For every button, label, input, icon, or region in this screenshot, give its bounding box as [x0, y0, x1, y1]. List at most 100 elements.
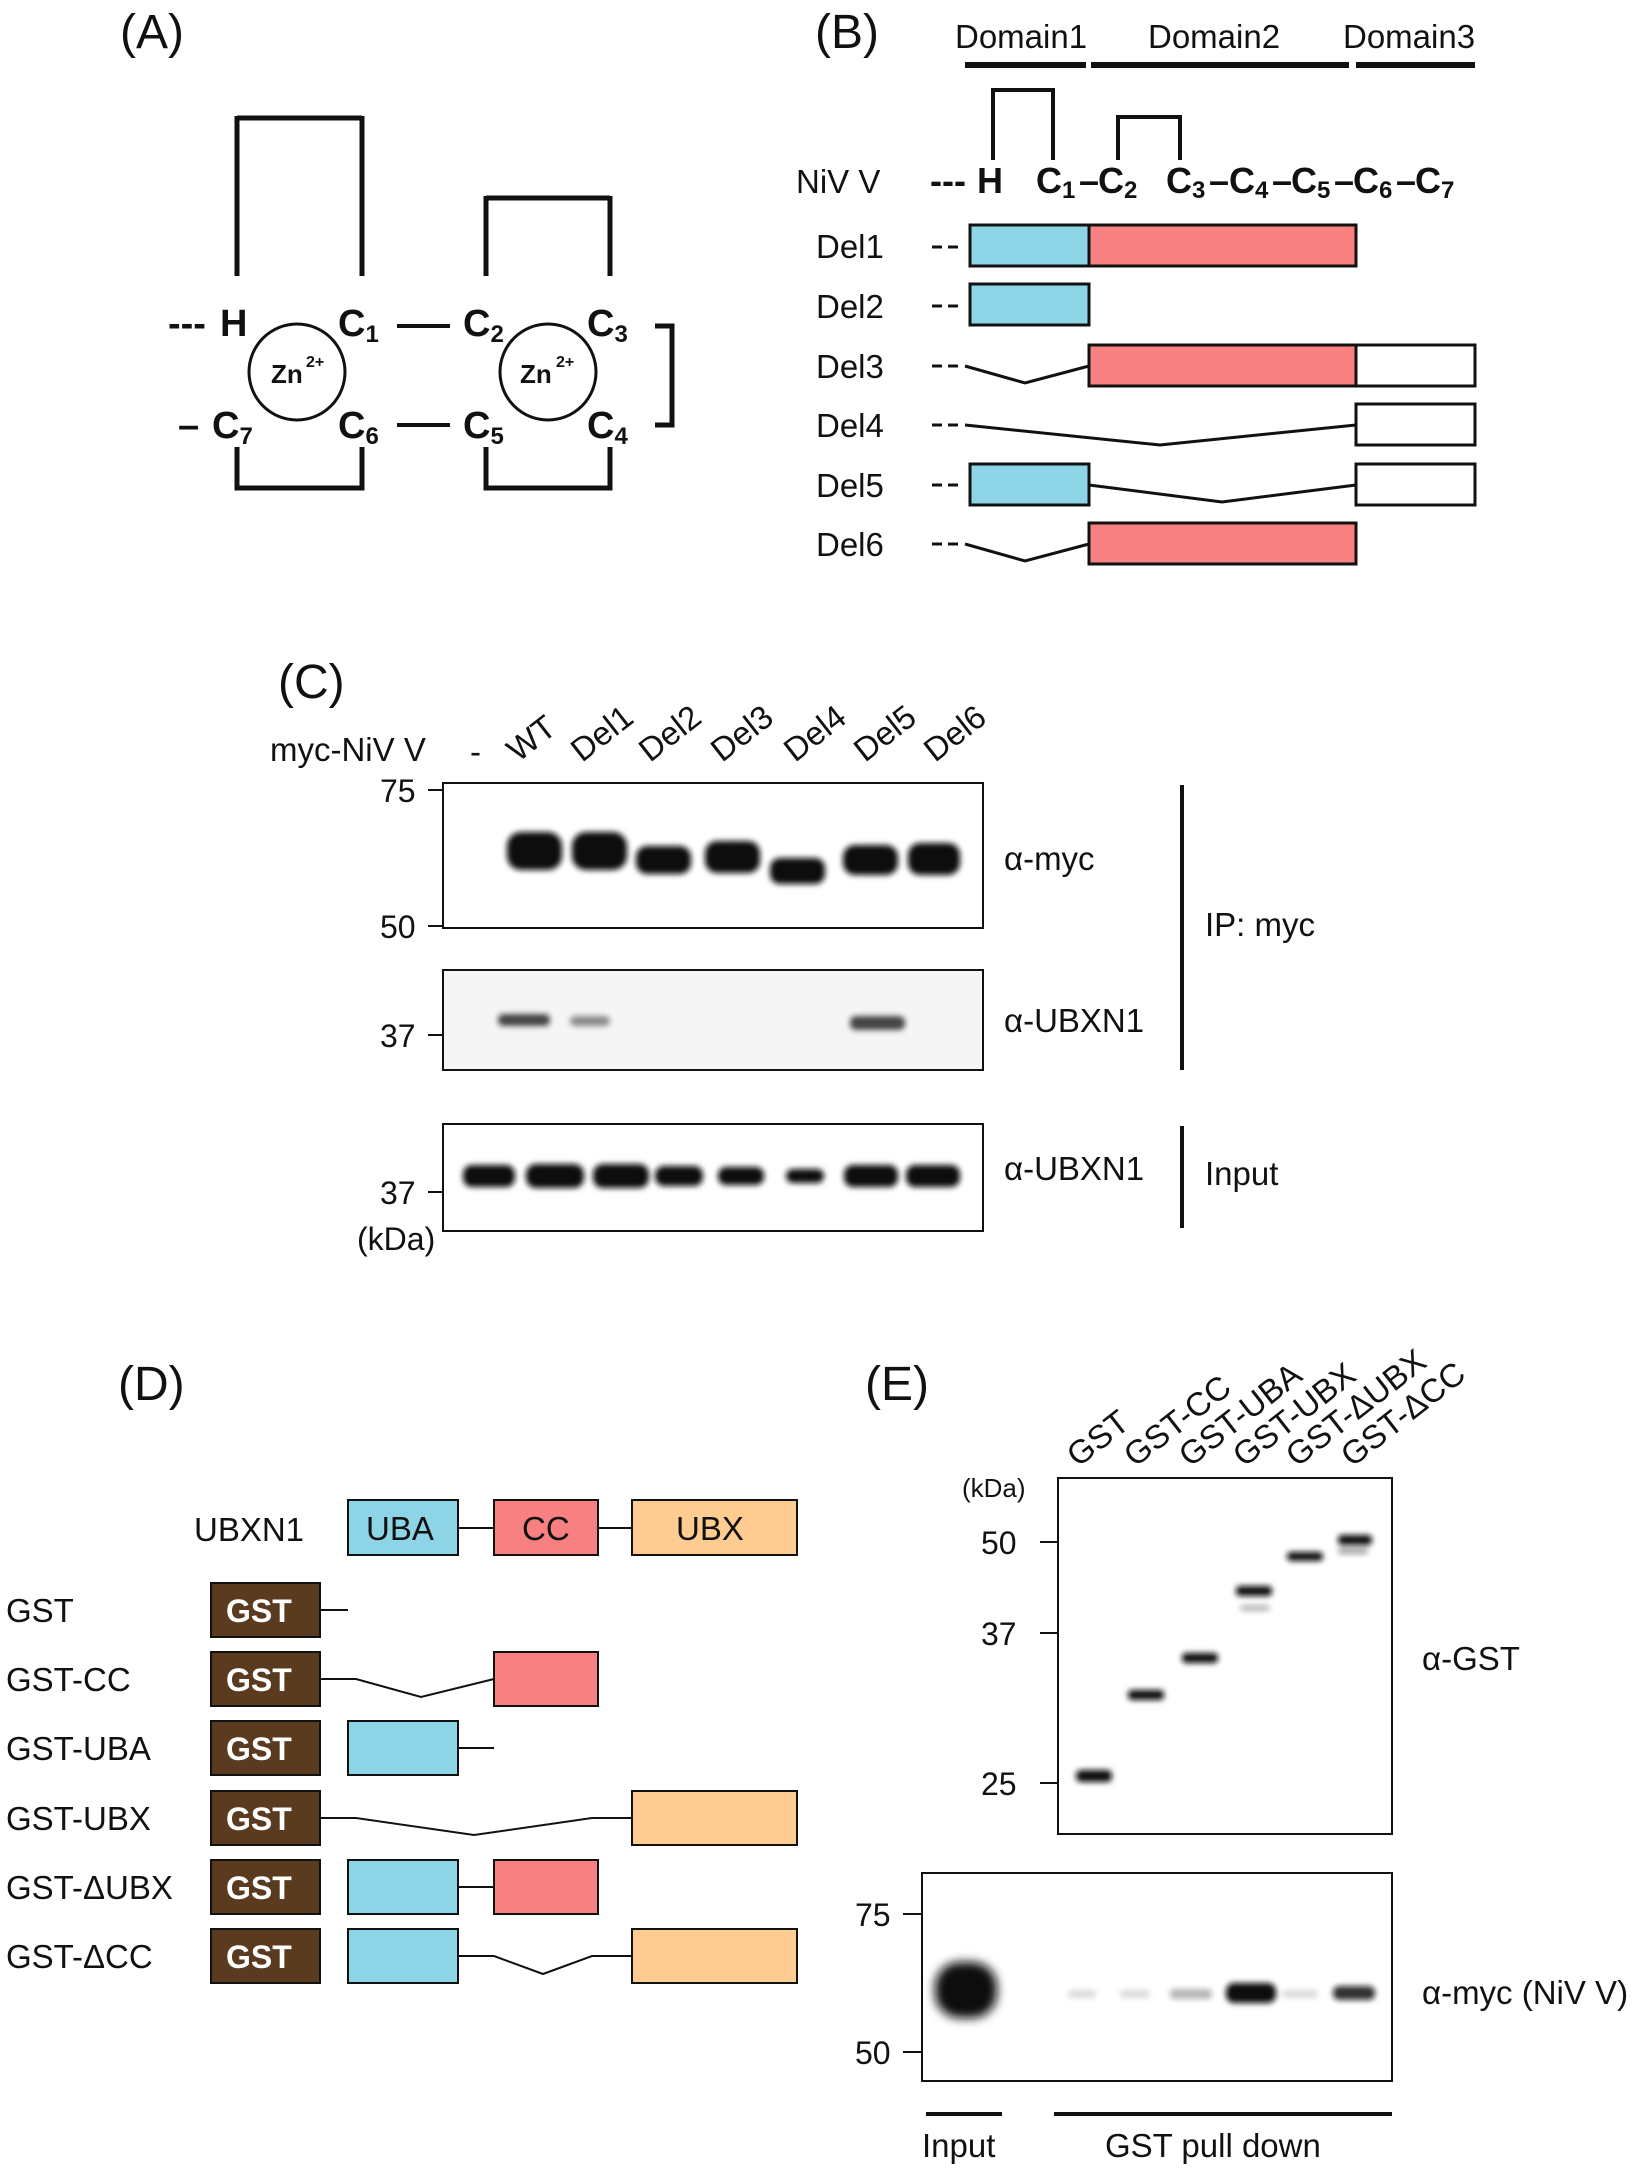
svg-text:CC: CC — [522, 1510, 570, 1547]
svg-text:–: – — [1272, 160, 1292, 201]
residue-c7: C7 — [212, 405, 253, 450]
uba-domain — [347, 1499, 459, 1556]
group-brackets: Input GST pull down — [922, 2112, 1392, 2164]
svg-text:GST: GST — [226, 1662, 292, 1698]
del1-domain2 — [1087, 223, 1358, 268]
antibody-label: α-GST — [1422, 1640, 1520, 1677]
antibody-label: α-UBXN1 — [1004, 1002, 1144, 1039]
domain1-label: Domain1 — [955, 18, 1087, 55]
uba-domain — [347, 1928, 459, 1984]
svg-text:50: 50 — [855, 2035, 891, 2071]
del-row-label: Del2 — [816, 288, 884, 325]
blot-bands — [1076, 1535, 1372, 1782]
blot-bands — [463, 1164, 960, 1188]
antibody-label: α-UBXN1 — [1004, 1150, 1144, 1187]
residue-c7: C7 — [1415, 160, 1454, 204]
blot-alpha-ubxn1-ip: 37 α-UBXN1 — [380, 969, 1144, 1071]
construct-label: GST-CC — [6, 1661, 131, 1698]
svg-text:-: - — [470, 733, 481, 770]
blot-bands — [507, 832, 960, 884]
construct-label: GST-UBA — [6, 1730, 151, 1767]
svg-text:–: – — [1334, 160, 1354, 201]
construct-label: GST-ΔUBX — [6, 1869, 173, 1906]
panel-c: (C) myc-NiV V - WT Del1 Del2 Del3 Del4 D… — [270, 656, 1315, 1257]
svg-text:UBX: UBX — [676, 1510, 744, 1547]
blot-alpha-ubxn1-input: 37 (kDa) α-UBXN1 — [357, 1123, 1144, 1257]
protein-label: UBXN1 — [194, 1511, 304, 1548]
del-row-label: Del3 — [816, 348, 884, 385]
residue-c3: C3 — [587, 303, 628, 348]
svg-text:–: – — [1396, 160, 1416, 201]
svg-text:–: – — [178, 405, 199, 447]
svg-text:WT: WT — [500, 708, 563, 769]
ubx-domain — [631, 1928, 798, 1984]
gst-tag — [210, 1651, 321, 1707]
del-row-label: Del6 — [816, 526, 884, 563]
svg-text:UBA: UBA — [366, 1510, 434, 1547]
svg-text:37: 37 — [981, 1616, 1017, 1652]
gst-tag — [210, 1720, 321, 1776]
residue-c3: C3 — [1166, 160, 1205, 204]
panel-a: (A) Zn 2+ Zn 2+ --- H C1 C2 C3 – C7 — [120, 6, 675, 491]
group-label: Input — [1205, 1155, 1278, 1192]
del5-domain1 — [968, 462, 1091, 507]
svg-text:2+: 2+ — [306, 354, 324, 371]
antibody-label: α-myc (NiV V) — [1422, 1974, 1628, 2011]
svg-text:25: 25 — [981, 1766, 1017, 1802]
group-label: IP: myc — [1205, 906, 1315, 943]
svg-text:37: 37 — [380, 1018, 416, 1054]
domain-header: Domain1 Domain2 Domain3 — [955, 18, 1475, 68]
svg-text:(kDa): (kDa) — [357, 1221, 435, 1257]
zinc-label: Zn — [271, 359, 303, 389]
niv-v-sequence: NiV V --- H C1 – C2 C3 – C4 – C5 – C6 – … — [796, 88, 1454, 204]
lane-row-label: myc-NiV V — [270, 731, 426, 768]
zinc-finger-connectors — [234, 115, 675, 491]
del3-domain2 — [1087, 343, 1358, 388]
svg-text:---: --- — [930, 160, 966, 201]
svg-text:Del1: Del1 — [564, 698, 640, 769]
construct-label: GST — [6, 1592, 74, 1629]
construct-label: NiV V — [796, 163, 880, 200]
svg-text:GST: GST — [226, 1731, 292, 1767]
svg-text:–: – — [1209, 160, 1229, 201]
blot-alpha-gst: 50 37 25 α-GST — [981, 1477, 1520, 1835]
domain2-label: Domain2 — [1148, 18, 1280, 55]
panel-a-label: (A) — [120, 6, 184, 59]
del2-domain1 — [968, 282, 1091, 327]
gst-tag — [210, 1859, 321, 1915]
del-row-label: Del4 — [816, 407, 884, 444]
residue-h: H — [220, 303, 247, 345]
svg-text:Del4: Del4 — [777, 698, 853, 769]
panel-d: (D) UBXN1 UBA CC UBX GST GST-CC GST-UBA … — [6, 1358, 798, 1984]
svg-text:50: 50 — [981, 1525, 1017, 1561]
zinc-ion-left: Zn 2+ — [247, 322, 347, 422]
svg-text:–: – — [1079, 160, 1099, 201]
uba-domain — [347, 1720, 459, 1776]
svg-text:(kDa): (kDa) — [962, 1473, 1026, 1503]
ubxn1-domain-map: UBXN1 UBA CC UBX — [194, 1499, 798, 1556]
ubx-domain — [631, 1499, 798, 1556]
svg-text:GST: GST — [226, 1870, 292, 1906]
cc-domain — [493, 1651, 599, 1707]
zinc-label: Zn — [520, 359, 552, 389]
domain3-label: Domain3 — [1343, 18, 1475, 55]
svg-text:GST: GST — [226, 1939, 292, 1975]
del-row-label: Del1 — [816, 228, 884, 265]
residue-c4: C4 — [1229, 160, 1269, 204]
del1-domain1 — [968, 223, 1091, 268]
blot-bands — [935, 1962, 1375, 2018]
antibody-label: α-myc — [1004, 840, 1095, 877]
panel-b: (B) Domain1 Domain2 Domain3 NiV V --- H … — [796, 6, 1477, 566]
del6-domain2 — [1087, 521, 1358, 566]
svg-text:---: --- — [168, 303, 206, 345]
blot-bands — [498, 1014, 905, 1030]
panel-e-label: (E) — [865, 1358, 929, 1411]
residue-c4: C4 — [587, 405, 628, 450]
blot-alpha-myc-niv-v: 75 50 α-myc (NiV V) — [855, 1872, 1628, 2082]
svg-text:Del2: Del2 — [632, 698, 708, 769]
svg-text:75: 75 — [855, 1897, 891, 1933]
residue-c6: C6 — [1353, 160, 1392, 204]
panel-e: (E) GST GST-CC GST-UBA GST-UBX GST-ΔUBX … — [855, 1342, 1628, 2164]
svg-text:Del5: Del5 — [847, 698, 923, 769]
